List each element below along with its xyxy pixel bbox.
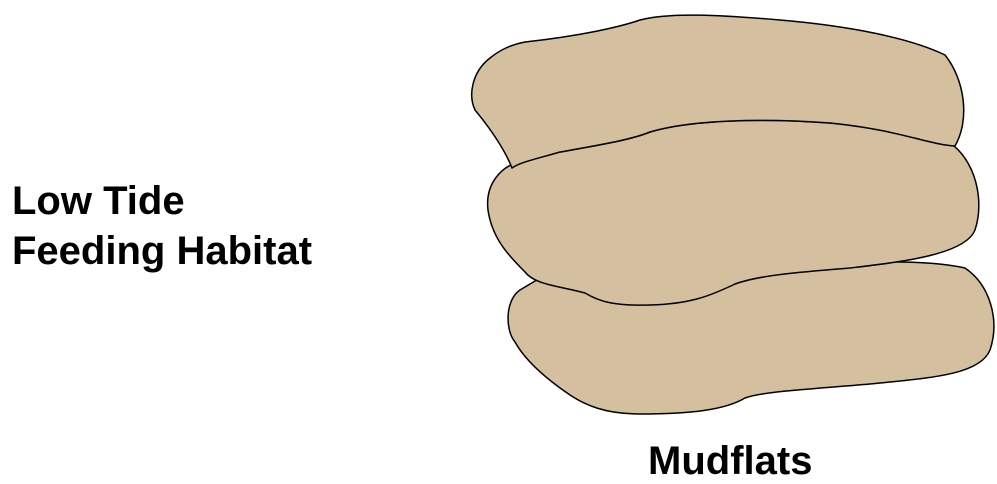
mudflats-caption: Mudflats	[648, 438, 812, 484]
